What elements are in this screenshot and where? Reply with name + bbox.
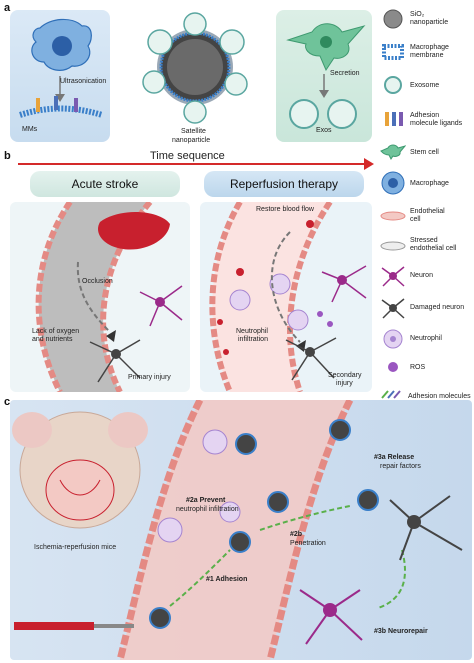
legend-sio2-line1: SiO₂ (410, 11, 425, 18)
legend-ligand-line2: molecule ligands (410, 120, 463, 127)
adhesion-molecules-icon (381, 390, 401, 399)
secondary-injury-line1: Secondary (328, 372, 362, 379)
lack-oxygen-line1: Lack of oxygen (32, 328, 80, 335)
restore-blood-flow-label: Restore blood flow (256, 206, 314, 213)
satellite-nanoparticle-illustration (142, 12, 248, 124)
satellite-label-line2: nanoparticle (172, 137, 211, 144)
occluded-vessel-illustration (35, 202, 183, 392)
mms-label: MMs (22, 126, 38, 133)
step-2b-line2: Penetration (290, 540, 326, 547)
legend-ros: ROS (410, 364, 426, 371)
sio2-nanoparticle-icon (383, 9, 403, 29)
legend-stem-cell: Stem cell (410, 149, 439, 156)
legend-sio2-line2: nanoparticle (410, 19, 449, 26)
legend-macrophage: Macrophage (410, 180, 449, 187)
reperfusion-therapy-banner: Reperfusion therapy (204, 171, 364, 197)
neutrophil-infiltration-line1: Neutrophil (236, 328, 268, 335)
legend-ligand-line1: Adhesion (410, 112, 440, 119)
secretion-label: Secretion (330, 70, 360, 77)
step-2a-line2: neutrophil infiltration (176, 506, 239, 513)
exosome-icon (384, 76, 402, 94)
reperfused-vessel-illustration (209, 202, 367, 392)
legend-stressed-line2: endothelial cell (410, 245, 457, 252)
secondary-injury-line2: injury (336, 380, 353, 387)
step-2b-line1: #2b (290, 531, 303, 538)
legend-adhesion-molecules: Adhesion molecules (408, 393, 471, 400)
acute-stroke-banner: Acute stroke (30, 171, 180, 197)
legend-neutrophil: Neutrophil (410, 335, 442, 342)
step-3b-label: #3b Neurorepair (374, 628, 428, 635)
primary-injury-label: Primary injury (128, 374, 171, 381)
legend-stressed-line1: Stressed (410, 237, 438, 244)
neutrophil-infiltration-line2: infiltration (238, 336, 268, 343)
neuron-icon (381, 266, 405, 287)
legend-endothelial-line1: Endothelial (410, 208, 445, 215)
occlusion-label: Occlusion (82, 278, 113, 285)
neutrophil-icon (383, 329, 403, 349)
legend-damaged-neuron: Damaged neuron (410, 304, 465, 311)
lack-oxygen-line2: and nutrients (32, 336, 73, 343)
adhesion-ligand-icon (385, 112, 403, 126)
mice-label: Ischemia-reperfusion mice (34, 544, 117, 551)
step-3a-line1: #3a Release (374, 454, 415, 461)
legend-exosome: Exosome (410, 82, 440, 89)
ultrasonication-label: Ultrasonication (60, 78, 107, 85)
macrophage-icon (381, 171, 405, 195)
legend: SiO₂ nanoparticle Macrophage membrane Ex… (380, 4, 474, 414)
panel-c-letter: c (4, 396, 11, 408)
stressed-endothelial-icon (380, 241, 406, 251)
step-1-label: #1 Adhesion (206, 576, 248, 583)
stem-cell-icon (380, 144, 406, 160)
time-sequence-arrow-line (18, 163, 368, 165)
panel-a-letter: a (4, 2, 11, 14)
time-sequence-arrowhead (364, 158, 374, 170)
macrophage-cell-illustration (19, 18, 103, 118)
endothelial-cell-icon (380, 211, 406, 221)
legend-membrane-line2: membrane (410, 52, 444, 59)
macrophage-membrane-icon (382, 44, 404, 60)
legend-endothelial-line2: cell (410, 216, 421, 223)
reperfusion-area: Restore blood flow Neutrophil infiltrati… (200, 202, 372, 392)
ros-icon (388, 362, 398, 372)
stem-cell-illustration (286, 23, 366, 129)
legend-membrane-line1: Macrophage (410, 44, 449, 51)
legend-neuron: Neuron (410, 272, 433, 279)
exos-label: Exos (316, 127, 332, 134)
time-sequence-label: Time sequence (150, 150, 225, 162)
step-3a-line2: repair factors (380, 463, 421, 470)
step-2a-line1: #2a Prevent (186, 497, 226, 504)
satellite-label-line1: Satellite (181, 128, 206, 135)
damaged-neuron-icon (381, 298, 405, 319)
panel-b-letter: b (4, 150, 11, 162)
acute-stroke-area: Occlusion Lack of oxygen and nutrients P… (10, 202, 190, 392)
panel-c-illustration (12, 400, 463, 660)
